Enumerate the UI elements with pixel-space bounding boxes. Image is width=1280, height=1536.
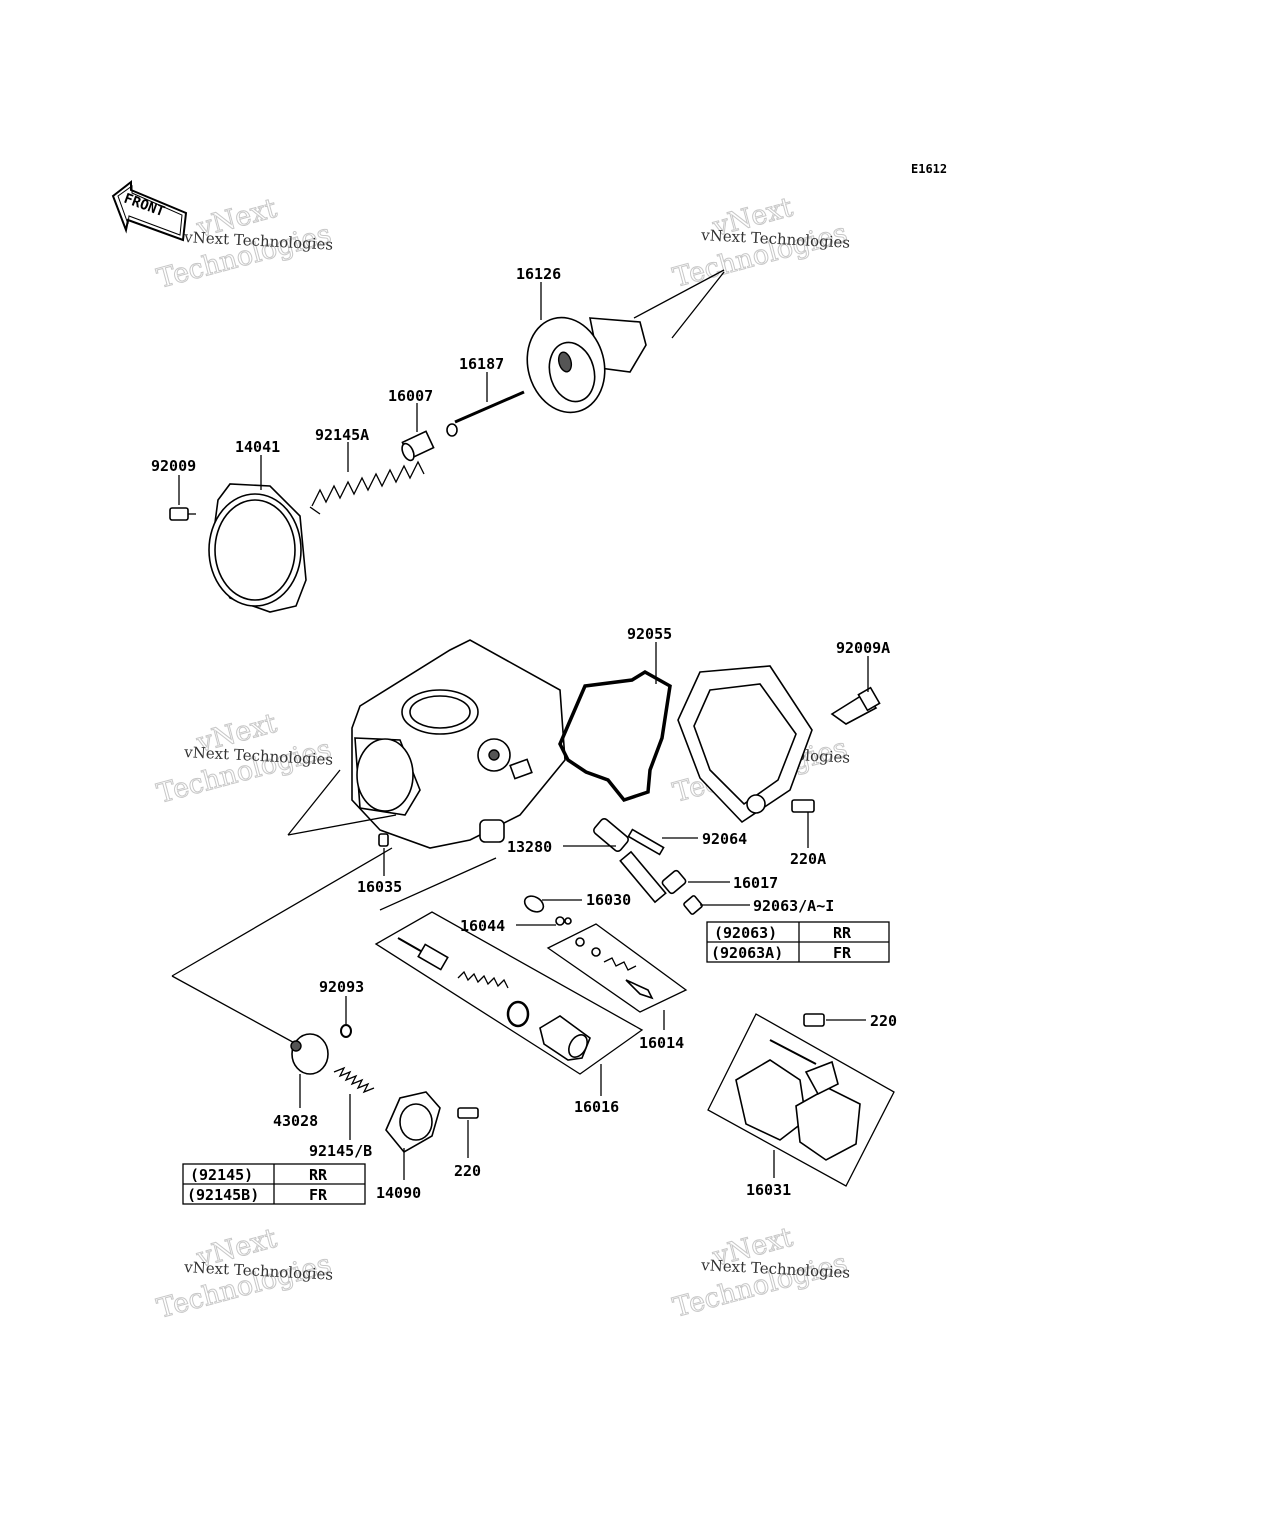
- carburetor-body: [287, 639, 566, 849]
- needle-jet-16017: [619, 850, 687, 904]
- table-92145-row2-value: FR: [309, 1186, 328, 1204]
- screw-92009: [169, 507, 196, 521]
- holder-13280: [593, 818, 629, 852]
- part-label-16007: 16007: [388, 387, 433, 405]
- screw-220-right: [803, 1013, 825, 1027]
- part-label-16126: 16126: [516, 265, 561, 283]
- watermark-mid-left: vNext Technologies vNext Technologies: [153, 707, 335, 810]
- table-92063-row1-value: RR: [833, 924, 852, 942]
- part-label-16031: 16031: [746, 1181, 791, 1199]
- part-label-16016: 16016: [574, 1098, 619, 1116]
- plunger-16030: [523, 895, 545, 913]
- part-label-92055: 92055: [627, 625, 672, 643]
- part-label-220-bottom: 220: [454, 1162, 481, 1180]
- table-92063-row2-code: (92063A): [711, 944, 783, 962]
- part-label-92009: 92009: [151, 457, 196, 475]
- part-label-92145a: 92145A: [315, 426, 369, 444]
- outline-16016: [374, 911, 644, 1075]
- part-label-92009a: 92009A: [836, 639, 890, 657]
- part-label-16187: 16187: [459, 355, 504, 373]
- cover-14041: [208, 483, 307, 613]
- part-label-92145b: 92145/B: [309, 1142, 372, 1160]
- part-label-14041: 14041: [235, 438, 280, 456]
- part-label-16017: 16017: [733, 874, 778, 892]
- float-16031: [707, 1013, 895, 1187]
- needle-16187: [446, 390, 525, 437]
- float-bowl-cover: [677, 665, 813, 824]
- part-label-220-right: 220: [870, 1012, 897, 1030]
- watermark-bottom-left: vNext Technologies vNext Technologies: [153, 1222, 335, 1325]
- o-ring-92093: [340, 1024, 352, 1038]
- table-92145-row1-code: (92145): [190, 1166, 253, 1184]
- pilot-screw-16014: [575, 937, 654, 1000]
- table-92063-row1-code: (92063): [714, 924, 777, 942]
- part-label-92063: 92063/A~I: [753, 897, 834, 915]
- watermark-bottom-right: vNext Technologies vNext Technologies: [669, 1221, 851, 1324]
- part-label-16014: 16014: [639, 1034, 684, 1052]
- part-label-16030: 16030: [586, 891, 631, 909]
- table-92145: (92145) RR (92145B) FR: [182, 1163, 366, 1205]
- table-92145-row2-code: (92145B): [187, 1186, 259, 1204]
- spring-92145b: [333, 1066, 375, 1094]
- spring-92145a: [309, 460, 425, 515]
- gasket-92055: [558, 669, 672, 803]
- part-label-16035: 16035: [357, 878, 402, 896]
- starter-plunger-16016: [397, 937, 591, 1061]
- front-arrow-icon: FRONT: [111, 179, 188, 242]
- part-label-16044: 16044: [460, 917, 505, 935]
- part-label-92093: 92093: [319, 978, 364, 996]
- table-92145-row1-value: RR: [309, 1166, 328, 1184]
- part-label-43028: 43028: [273, 1112, 318, 1130]
- table-92063-row2-value: FR: [833, 944, 852, 962]
- jet-92064: [627, 828, 665, 856]
- table-92063: (92063) RR (92063A) FR: [706, 921, 890, 963]
- outline-main-leader: [379, 857, 497, 911]
- part-label-13280: 13280: [507, 838, 552, 856]
- watermark-top-right: vNext Technologies vNext Technologies: [669, 191, 851, 294]
- part-label-92064: 92064: [702, 830, 747, 848]
- watermark-top-left: vNext Technologies vNext Technologies: [153, 192, 335, 295]
- cover-14090: [385, 1091, 441, 1154]
- diaphragm-16126: [526, 269, 725, 414]
- holder-16007: [401, 430, 435, 462]
- screw-92009a: [830, 686, 881, 725]
- diagram-code: E1612: [911, 162, 947, 176]
- part-label-14090: 14090: [376, 1184, 421, 1202]
- diaphragm-43028: [290, 1033, 329, 1075]
- outline-left-leader: [171, 847, 393, 1047]
- main-jet-92063: [683, 895, 703, 915]
- screw-220a: [791, 799, 815, 813]
- screw-220-bottom: [457, 1107, 479, 1119]
- plug-16035: [378, 833, 389, 847]
- clip-16044: [555, 916, 572, 926]
- part-label-220a: 220A: [790, 850, 826, 868]
- outline-16014: [546, 923, 688, 1013]
